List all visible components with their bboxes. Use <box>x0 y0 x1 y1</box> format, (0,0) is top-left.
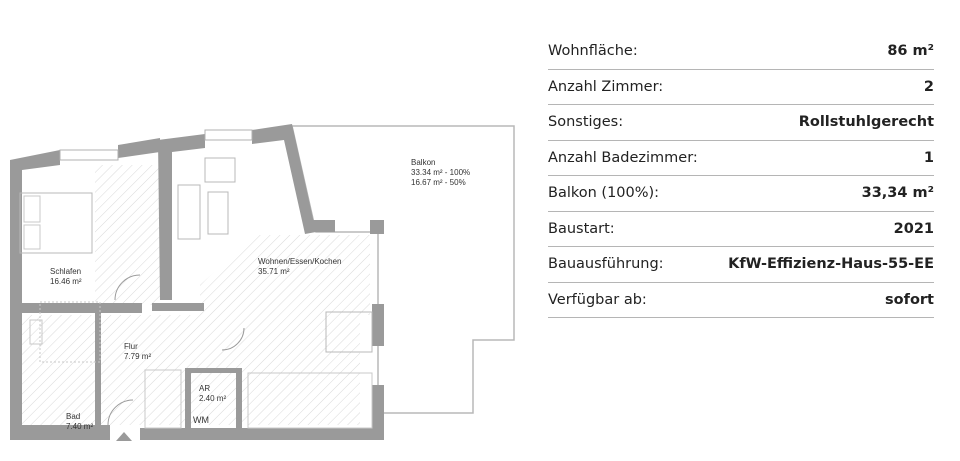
balcony-outline <box>291 125 515 414</box>
fact-row-badezimmer: Anzahl Badezimmer:1 <box>548 141 934 176</box>
floor-plan-drawing <box>10 124 515 441</box>
room-label-flur: Flur 7.79 m² <box>124 342 152 361</box>
room-label-schlafen: Schlafen 16.46 m² <box>50 267 82 286</box>
room-label-wohnen: Wohnen/Essen/Kochen 35.71 m² <box>258 257 342 276</box>
floor-plan: Schlafen 16.46 m² Wohnen/Essen/Kochen 35… <box>10 124 515 441</box>
fact-row-zimmer: Anzahl Zimmer:2 <box>548 70 934 105</box>
entrance-marker <box>116 432 132 441</box>
fact-row-sonstiges: Sonstiges:Rollstuhlgerecht <box>548 105 934 141</box>
room-label-ar: AR 2.40 m² <box>199 384 227 403</box>
fact-row-verfuegbar: Verfügbar ab:sofort <box>548 283 934 318</box>
fact-row-bauausfuehrung: Bauausführung:KfW-Effizienz-Haus-55-EE <box>548 247 934 283</box>
balcony-label: Balkon 33.34 m² - 100% 16.67 m² - 50% <box>411 158 471 187</box>
fact-row-wohnflaeche: Wohnfläche:86 m² <box>548 34 934 70</box>
fact-row-balkon: Balkon (100%):33,34 m² <box>548 176 934 212</box>
property-facts-table: Wohnfläche:86 m² Anzahl Zimmer:2 Sonstig… <box>548 34 934 318</box>
wm-label: WM <box>193 415 209 425</box>
fact-row-baustart: Baustart:2021 <box>548 212 934 247</box>
room-label-bad: Bad 7.40 m² <box>66 412 94 431</box>
